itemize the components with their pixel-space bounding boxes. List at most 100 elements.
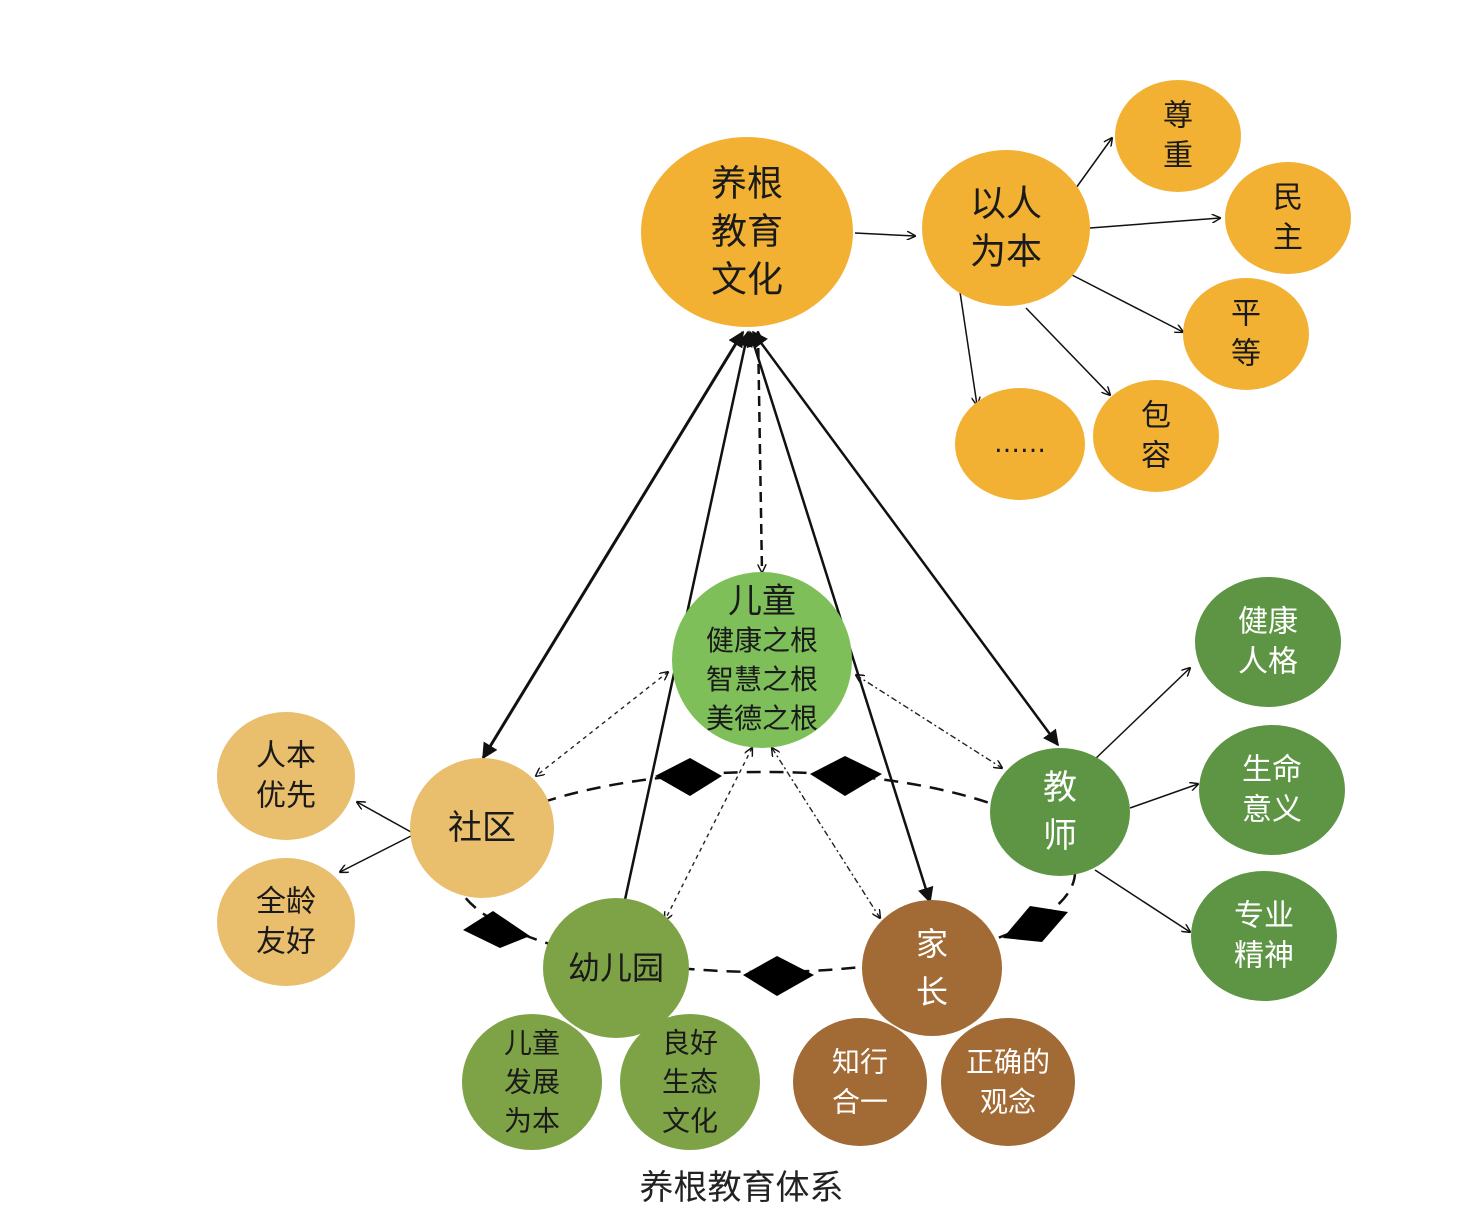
node-label: 人本 (256, 739, 316, 774)
node-label: 正确的 (966, 1046, 1050, 1079)
node-circle (1195, 577, 1341, 707)
node-label: 容 (1141, 439, 1171, 474)
edge-people-first-respect (1075, 138, 1112, 189)
node-label: 包 (1141, 399, 1171, 434)
node-label: 儿童 (728, 582, 796, 622)
node-label: 长 (916, 973, 948, 1011)
edge-culture-people-first (854, 233, 915, 236)
node-label: 友好 (256, 925, 316, 960)
node-label: 民 (1273, 181, 1303, 216)
ring-diamond (743, 956, 814, 996)
edge-community-people-priority (357, 802, 412, 833)
node-label: 教 (1043, 768, 1077, 808)
node-label: 健康 (1238, 605, 1298, 640)
ring-diamond (463, 911, 530, 948)
node-respect: 尊重 (1115, 80, 1241, 192)
node-circle (1183, 278, 1309, 390)
education-system-diagram: 养根教育文化以人为本尊重民主平等包容……儿童健康之根智慧之根美德之根社区人本优先… (217, 80, 1351, 1150)
node-label: 儿童 (504, 1027, 560, 1060)
edge-people-first-equality (1071, 274, 1183, 332)
node-community: 社区 (410, 758, 554, 898)
edge-teacher-life (1129, 784, 1198, 809)
node-circle (941, 1018, 1075, 1146)
node-label: 知行 (832, 1046, 888, 1079)
node-label: 等 (1231, 337, 1261, 372)
node-circle (990, 748, 1130, 876)
edge-people-first-democracy (1089, 218, 1220, 229)
node-circle (1115, 80, 1241, 192)
node-tolerance: 包容 (1093, 380, 1219, 492)
node-democracy: 民主 (1225, 162, 1351, 274)
node-label: 专业 (1234, 899, 1294, 934)
node-circle (462, 1014, 602, 1150)
node-circle (1191, 871, 1337, 1001)
node-circle (410, 758, 554, 898)
node-label: 社区 (448, 808, 516, 848)
edge-people-first-tolerance (1025, 307, 1110, 395)
nodes: 养根教育文化以人为本尊重民主平等包容……儿童健康之根智慧之根美德之根社区人本优先… (217, 80, 1351, 1150)
node-label: 优先 (256, 779, 316, 814)
node-label: 智慧之根 (706, 663, 818, 696)
node-label: 意义 (1242, 793, 1302, 828)
node-label: 尊 (1163, 99, 1193, 134)
node-label: 美德之根 (706, 702, 818, 735)
node-label: 重 (1163, 139, 1193, 174)
node-label: 养根 (711, 164, 783, 205)
node-circle (672, 572, 852, 748)
edge-child-parent (772, 748, 880, 918)
edge-child-kindergarten (665, 748, 752, 920)
node-circle (955, 388, 1085, 500)
node-kindergarten: 幼儿园 (543, 898, 689, 1038)
node-label: 精神 (1234, 939, 1294, 974)
node-label: …… (994, 429, 1046, 459)
node-label: 以人 (970, 184, 1042, 225)
ring-diamond (810, 756, 882, 796)
edge-teacher-professional (1094, 869, 1190, 932)
diagram-caption: 养根教育体系 (639, 1168, 844, 1208)
node-label: 合一 (832, 1086, 888, 1119)
node-parent: 家长 (862, 900, 1002, 1036)
node-circle (922, 150, 1090, 306)
node-label: 幼儿园 (568, 949, 664, 987)
node-label: 家 (916, 925, 948, 963)
edge-child-community (536, 672, 668, 776)
node-label: 师 (1043, 816, 1077, 856)
node-circle (217, 858, 355, 986)
node-label: 健康之根 (706, 624, 818, 657)
node-circle (217, 712, 355, 840)
node-circle (641, 137, 853, 327)
node-label: 生态 (662, 1066, 718, 1099)
node-label: 文化 (711, 260, 783, 301)
node-label: 生命 (1242, 753, 1302, 788)
node-label: 观念 (980, 1086, 1036, 1119)
edge-child-teacher (856, 675, 1002, 768)
node-label: 文化 (662, 1105, 718, 1138)
node-circle (793, 1018, 927, 1146)
node-label: 为本 (504, 1105, 560, 1138)
node-circle (1199, 725, 1345, 855)
edge-community-all-age (340, 835, 412, 872)
node-circle (620, 1014, 760, 1150)
node-teacher: 教师 (990, 748, 1130, 876)
edge-culture-child (758, 332, 762, 572)
node-label: 良好 (662, 1027, 718, 1060)
node-label: 主 (1273, 221, 1303, 256)
node-circle (1093, 380, 1219, 492)
node-circle (543, 898, 689, 1038)
node-label: 人格 (1238, 645, 1298, 680)
node-label: 全龄 (256, 885, 316, 920)
node-circle (1225, 162, 1351, 274)
node-label: 平 (1231, 297, 1261, 332)
